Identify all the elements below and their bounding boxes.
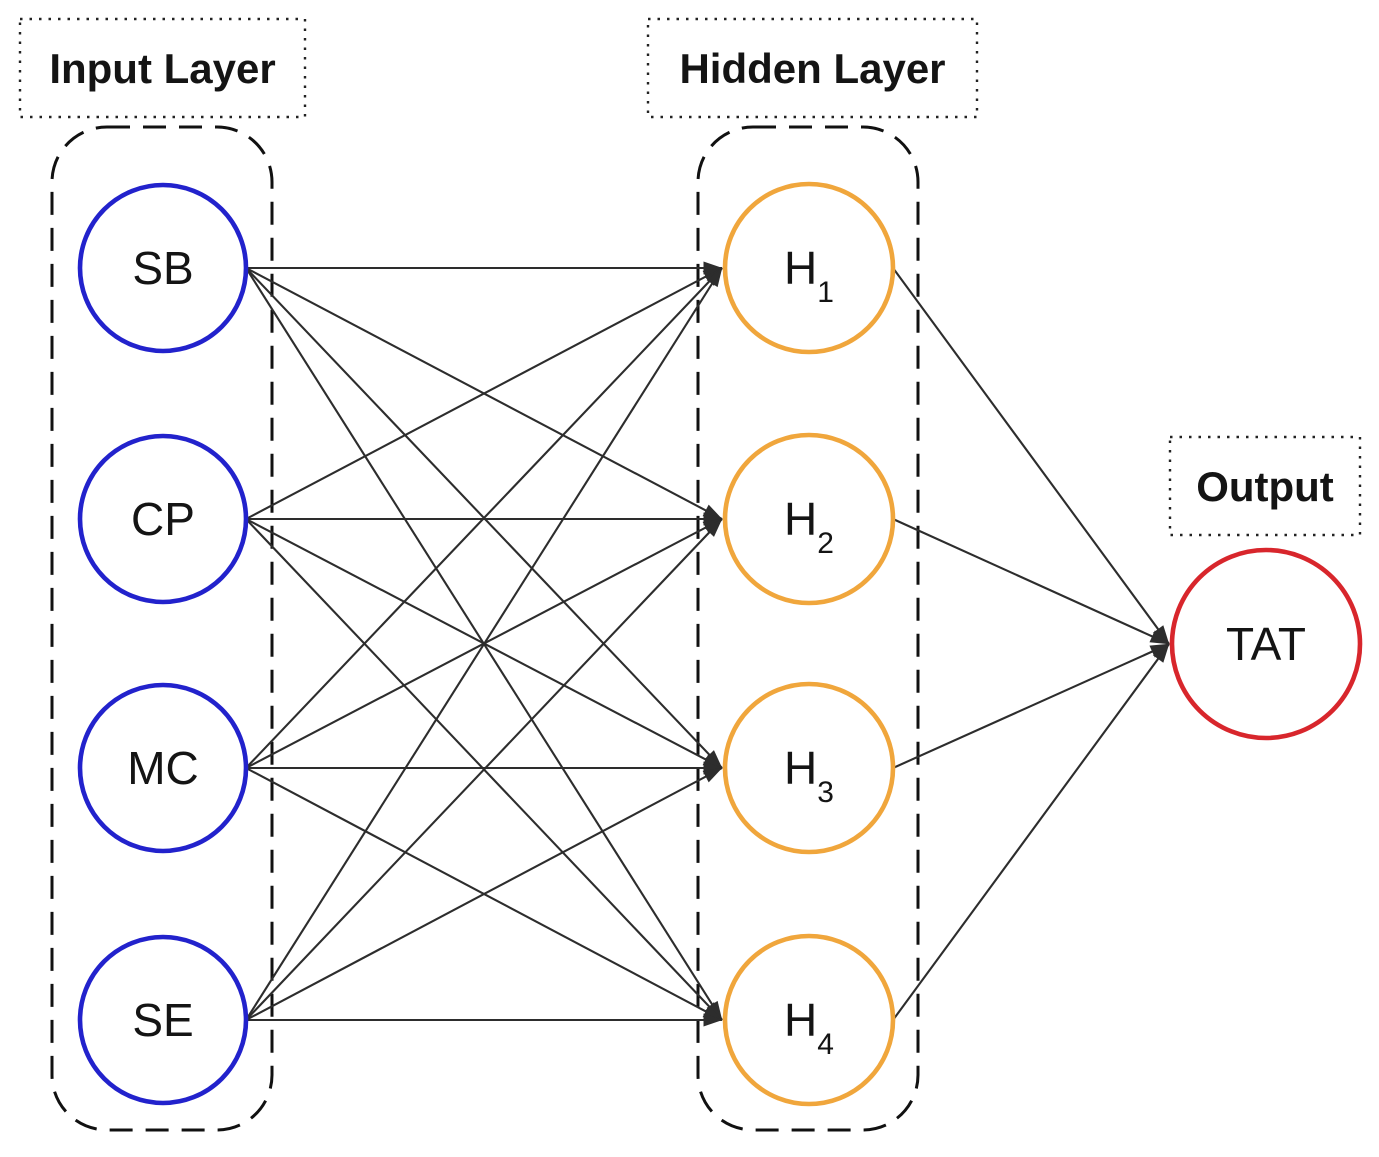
edge-H1-TAT (892, 267, 1170, 645)
edge-SE-H3 (245, 767, 723, 1021)
input-label-border (18, 17, 307, 119)
node-H4: H4 (722, 933, 896, 1107)
node-label-subscript-H3: 3 (817, 776, 834, 809)
node-circle-SE (77, 934, 249, 1106)
hidden-layer-label-box: Hidden Layer (646, 17, 979, 119)
node-label-H2: H2 (784, 493, 834, 560)
node-SB: SB (77, 182, 249, 354)
node-circle-MC (77, 682, 249, 854)
node-label-SE: SE (132, 994, 193, 1046)
edge-H2-TAT (892, 518, 1170, 645)
node-label-CP: CP (131, 493, 195, 545)
node-circle-CP (77, 433, 249, 605)
input-layer-title: Input Layer (49, 45, 275, 92)
node-circle-SB (77, 182, 249, 354)
node-H1: H1 (722, 181, 896, 355)
edge-SE-H1 (245, 267, 723, 1021)
input-layer-label-box: Input Layer (18, 17, 307, 119)
node-circle-H1 (722, 181, 896, 355)
node-circle-H2 (722, 432, 896, 606)
node-circle-H3 (722, 681, 896, 855)
node-label-subscript-H4: 4 (817, 1028, 834, 1061)
node-MC: MC (77, 682, 249, 854)
node-SE: SE (77, 934, 249, 1106)
node-TAT: TAT (1169, 547, 1363, 741)
node-label-TAT: TAT (1226, 618, 1306, 670)
edge-H4-TAT (892, 643, 1170, 1021)
output-label-border (1168, 435, 1362, 537)
edge-MC-H1 (245, 267, 723, 769)
hidden-layer-title: Hidden Layer (679, 45, 945, 92)
node-label-H1: H1 (784, 242, 834, 309)
layer-containers (50, 125, 920, 1132)
hidden-label-border (646, 17, 979, 119)
node-label-H4: H4 (784, 994, 834, 1061)
output-layer-label-box: Output (1168, 435, 1362, 537)
edge-CP-H1 (245, 267, 723, 520)
node-H3: H3 (722, 681, 896, 855)
node-circle-TAT (1169, 547, 1363, 741)
edge-H3-TAT (892, 643, 1170, 769)
node-label-H3: H3 (784, 742, 834, 809)
output-layer-title: Output (1196, 463, 1334, 510)
node-label-SB: SB (132, 242, 193, 294)
input-column-container (50, 125, 274, 1132)
node-label-subscript-H1: 1 (817, 276, 834, 309)
edge-SE-H2 (245, 518, 723, 1021)
connection-edges (245, 261, 1170, 1027)
node-circle-H4 (722, 933, 896, 1107)
node-CP: CP (77, 433, 249, 605)
node-label-MC: MC (127, 742, 199, 794)
node-H2: H2 (722, 432, 896, 606)
node-label-subscript-H2: 2 (817, 527, 834, 560)
hidden-column-container (696, 125, 920, 1132)
